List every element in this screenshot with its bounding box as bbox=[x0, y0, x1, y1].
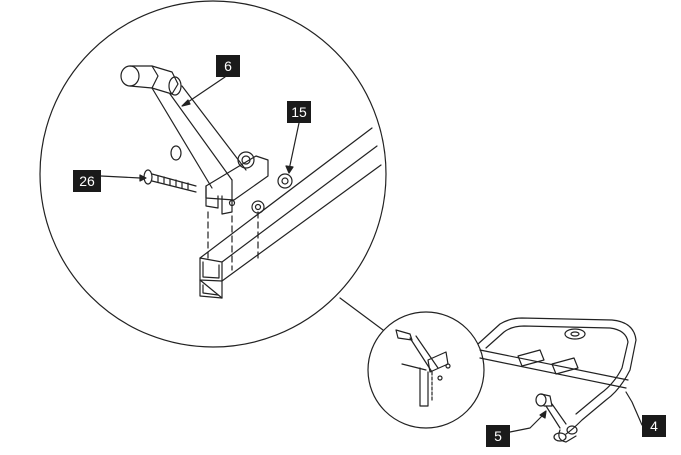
nut-15 bbox=[251, 173, 293, 214]
bolt-26 bbox=[143, 169, 197, 193]
main-frame-4 bbox=[477, 317, 637, 443]
part-15-label: 15 bbox=[287, 101, 311, 123]
part-26-label: 26 bbox=[73, 170, 101, 192]
detail-connector-line bbox=[339, 297, 384, 331]
part-4-label: 4 bbox=[642, 415, 666, 437]
detail-square-tube bbox=[199, 127, 382, 299]
handle-arm-5 bbox=[535, 393, 567, 429]
small-detail-contents bbox=[395, 329, 451, 407]
part-6-label: 6 bbox=[216, 55, 240, 77]
part-5-label: 5 bbox=[486, 425, 510, 447]
detail-handle-arm-6 bbox=[120, 65, 269, 271]
small-detail-circle bbox=[367, 311, 485, 429]
detail-magnifier-circle bbox=[39, 0, 387, 348]
